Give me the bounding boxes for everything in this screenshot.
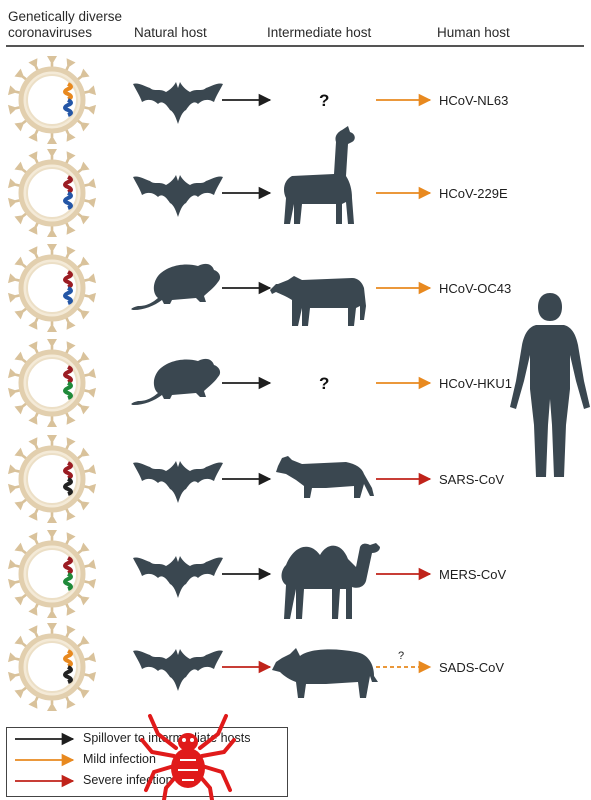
pathway-row bbox=[8, 244, 432, 332]
bat-icon bbox=[133, 649, 223, 691]
legend-label-mild: Mild infection bbox=[83, 752, 156, 766]
header-human-host: Human host bbox=[437, 25, 510, 40]
genome-segment bbox=[63, 477, 73, 496]
coronavirus-icon bbox=[8, 244, 96, 332]
legend: Spillover to intermediate hosts Mild inf… bbox=[6, 727, 288, 797]
camel-icon bbox=[281, 543, 380, 619]
header-coronaviruses-line2: coronaviruses bbox=[8, 25, 93, 40]
bat-icon bbox=[133, 556, 223, 598]
rodent-icon bbox=[131, 263, 221, 310]
bat-icon bbox=[133, 82, 223, 124]
genome-segment bbox=[63, 365, 73, 384]
bat-icon bbox=[133, 175, 223, 217]
pathway-row bbox=[8, 623, 432, 711]
pathway-row bbox=[8, 126, 432, 237]
coronavirus-icon bbox=[8, 339, 96, 427]
virus-label-sars: SARS-CoV bbox=[439, 472, 505, 487]
virus-label-oc43: HCoV-OC43 bbox=[439, 281, 512, 296]
civet-icon bbox=[276, 456, 374, 498]
genome-segment bbox=[63, 191, 73, 210]
genome-segment bbox=[63, 572, 73, 591]
genome-segment bbox=[63, 286, 73, 305]
pathway-row bbox=[8, 56, 432, 144]
genome-segment bbox=[63, 82, 73, 101]
genome-segment bbox=[63, 556, 73, 575]
genome-segment bbox=[63, 270, 73, 289]
genome-segment bbox=[63, 98, 73, 117]
pig-icon bbox=[272, 648, 378, 698]
genome-segment bbox=[63, 461, 73, 480]
virus-label-sads: SADS-CoV bbox=[439, 660, 505, 675]
virus-label-nl63: HCoV-NL63 bbox=[439, 93, 509, 108]
bat-icon bbox=[133, 461, 223, 503]
genome-segment bbox=[63, 649, 73, 668]
coronavirus-icon bbox=[8, 149, 96, 237]
genome-segment bbox=[63, 381, 73, 400]
cow-icon bbox=[270, 276, 366, 326]
header-natural-host: Natural host bbox=[134, 25, 207, 40]
pathway-row bbox=[8, 530, 432, 619]
unknown-intermediate-nl63: ? bbox=[319, 91, 330, 110]
header-coronaviruses: Genetically diverse coronaviruses bbox=[8, 9, 122, 41]
virus-label-mers: MERS-CoV bbox=[439, 567, 507, 582]
rodent-icon bbox=[131, 358, 221, 405]
spider-icon bbox=[140, 714, 236, 800]
legend-swatches bbox=[15, 732, 75, 788]
human-host-icon bbox=[510, 293, 590, 477]
uncertain-transmission-mark: ? bbox=[398, 650, 405, 662]
alpaca-icon bbox=[284, 126, 355, 224]
coronavirus-icon bbox=[8, 623, 96, 711]
coronavirus-icon bbox=[8, 435, 96, 523]
virus-label-hku1: HCoV-HKU1 bbox=[439, 376, 512, 391]
genome-segment bbox=[63, 175, 73, 194]
virus-label-229e: HCoV-229E bbox=[439, 186, 508, 201]
header-divider bbox=[6, 45, 584, 47]
pathway-row bbox=[8, 435, 432, 523]
pathway-row bbox=[8, 339, 432, 427]
header-intermediate-host: Intermediate host bbox=[267, 25, 372, 40]
coronavirus-icon bbox=[8, 56, 96, 144]
header-coronaviruses-line1: Genetically diverse bbox=[8, 9, 123, 24]
genome-segment bbox=[63, 665, 73, 684]
coronavirus-icon bbox=[8, 530, 96, 618]
unknown-intermediate-hku1: ? bbox=[319, 374, 330, 393]
